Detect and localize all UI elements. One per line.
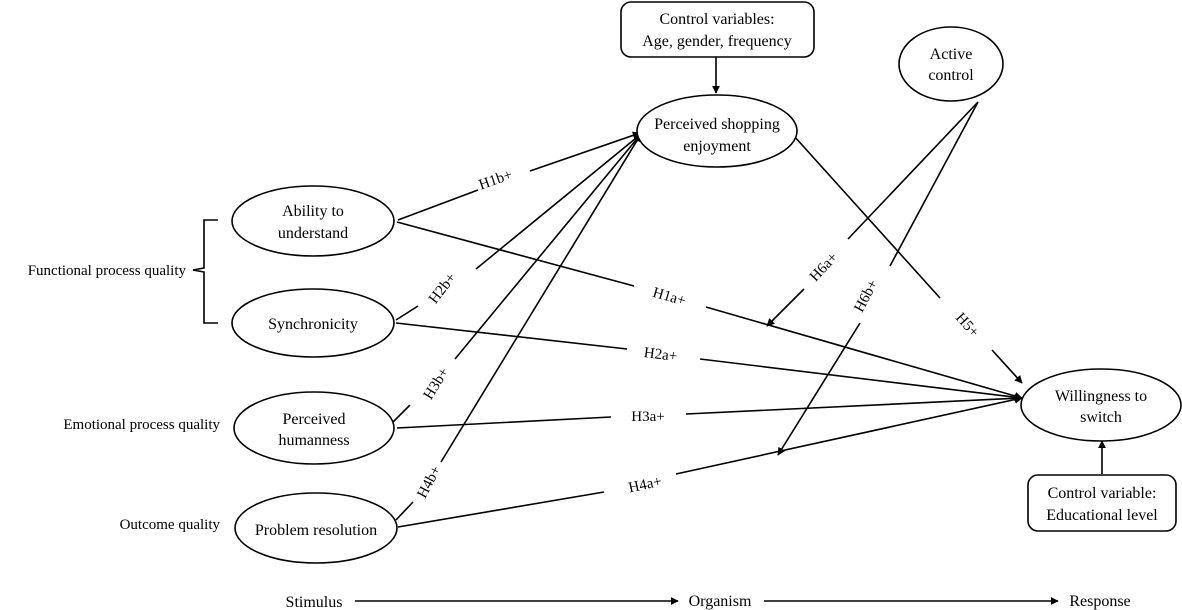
- enjoyment-line2: enjoyment: [683, 138, 751, 155]
- node-problem-resolution: Problem resolution: [234, 492, 398, 564]
- node-perceived-shopping-enjoyment: Perceived shopping enjoyment: [636, 94, 798, 168]
- label-h4a: H4a+: [627, 474, 663, 497]
- ability-line1: Ability to: [282, 203, 344, 220]
- flow-label-response: Response: [1069, 593, 1130, 610]
- node-active-control: Active control: [898, 26, 1004, 102]
- edge-h3b: [392, 134, 641, 423]
- group-label-emotional: Emotional process quality: [63, 417, 220, 433]
- node-perceived-humanness: Perceived humanness: [233, 391, 395, 465]
- control-top-line1: Control variables:: [659, 11, 774, 28]
- problem-line1: Problem resolution: [255, 522, 377, 539]
- node-ability-to-understand: Ability to understand: [231, 185, 395, 257]
- edge-h2a: [395, 322, 1022, 398]
- edge-h6b: [778, 101, 979, 455]
- active-control-line2: control: [928, 67, 974, 84]
- active-control-line1: Active: [930, 46, 973, 63]
- synchronicity-line1: Synchronicity: [268, 316, 358, 333]
- humanness-line1: Perceived: [282, 411, 345, 428]
- edge-h4a: [397, 398, 1022, 528]
- willingness-line2: switch: [1080, 409, 1122, 426]
- label-h4b: H4b+: [414, 463, 444, 501]
- control-bottom-line1: Control variable:: [1048, 485, 1157, 502]
- label-h6a: H6a+: [807, 250, 842, 285]
- edges: [192, 57, 1106, 605]
- label-h5: H5+: [952, 310, 982, 341]
- edge-h6a: [767, 101, 979, 326]
- edge-h1a: [396, 221, 1022, 398]
- node-willingness-to-switch: Willingness to switch: [1020, 368, 1182, 442]
- control-bottom-line2: Educational level: [1046, 507, 1158, 524]
- humanness-line2: humanness: [278, 432, 349, 449]
- control-top-line2: Age, gender, frequency: [642, 33, 792, 50]
- label-h1b: H1b+: [477, 167, 515, 193]
- edge-h2b: [395, 134, 641, 321]
- group-label-outcome: Outcome quality: [120, 517, 221, 533]
- node-control-variable-bottom: Control variable: Educational level: [1027, 474, 1177, 532]
- edge-h3a: [396, 398, 1022, 429]
- group-label-functional: Functional process quality: [28, 263, 187, 279]
- flow-label-organism: Organism: [689, 593, 752, 610]
- enjoyment-line1: Perceived shopping: [654, 116, 780, 133]
- node-synchronicity: Synchronicity: [231, 288, 395, 358]
- ability-line2: understand: [278, 225, 348, 242]
- label-h2a: H2a+: [643, 345, 678, 365]
- flow-label-stimulus: Stimulus: [286, 594, 343, 610]
- label-h3b: H3b+: [421, 365, 453, 403]
- label-h1a: H1a+: [651, 285, 688, 310]
- label-h3a: H3a+: [631, 409, 664, 425]
- functional-bracket: [192, 219, 218, 324]
- edge-h1b: [397, 133, 640, 221]
- node-control-variables-top: Control variables: Age, gender, frequenc…: [620, 1, 815, 58]
- label-h2b: H2b+: [426, 270, 460, 307]
- edge-h5: [793, 135, 1022, 383]
- edge-h4b: [395, 134, 641, 521]
- label-h6b: H6b+: [851, 277, 881, 315]
- willingness-line1: Willingness to: [1055, 388, 1147, 405]
